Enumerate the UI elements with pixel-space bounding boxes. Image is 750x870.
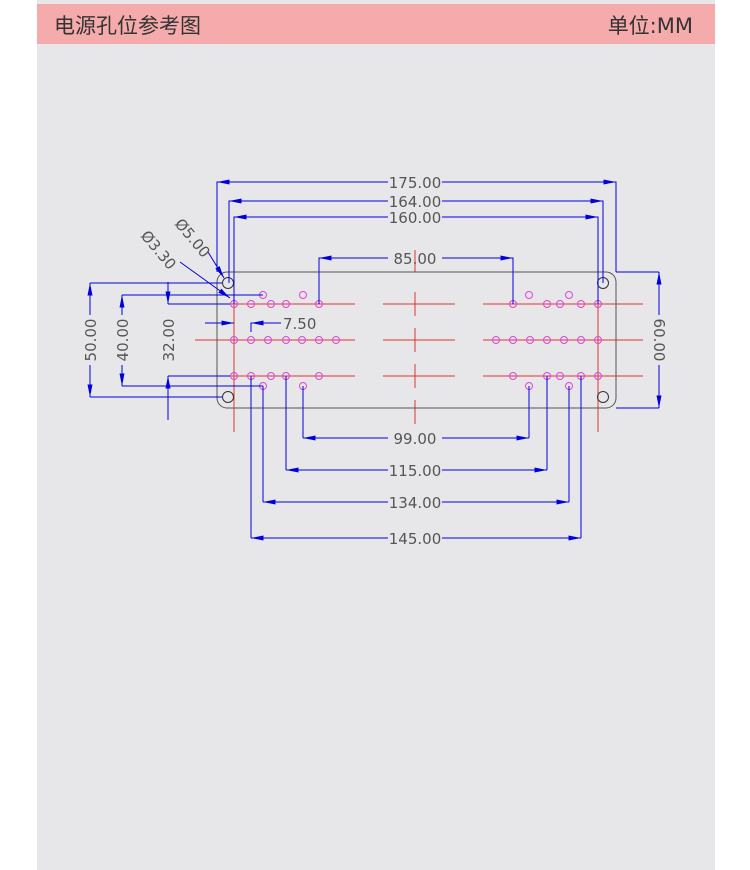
unit-label: 单位:MM — [607, 14, 693, 38]
pin-hole — [282, 336, 290, 344]
pin-hole — [264, 336, 272, 344]
dim-50: 50.00 — [82, 319, 100, 362]
pin-hole — [230, 372, 238, 380]
pin-hole — [594, 372, 602, 380]
dimension-line — [228, 200, 388, 283]
pin-hole — [315, 336, 323, 344]
dimension-line — [442, 200, 604, 283]
pin-hole — [509, 336, 517, 344]
plate-outline — [216, 271, 617, 409]
pin-hole — [492, 336, 500, 344]
dimension-line — [179, 261, 231, 299]
dimension-line — [318, 257, 388, 304]
pin-hole — [543, 300, 551, 308]
dim-750: 7.50 — [283, 315, 316, 333]
dim-134: 134.00 — [389, 494, 442, 512]
pin-hole — [247, 300, 255, 308]
dim-85: 85.00 — [394, 250, 437, 268]
dim-32: 32.00 — [160, 319, 178, 362]
pin-hole — [230, 336, 238, 344]
dim-160: 160.00 — [389, 209, 442, 227]
pin-hole — [577, 336, 585, 344]
dimension-line — [442, 257, 514, 304]
dimension-line — [442, 216, 599, 304]
dim-60: 60.00 — [650, 319, 668, 362]
pin-hole — [298, 336, 306, 344]
dim-145: 145.00 — [389, 530, 442, 548]
header-bar: 电源孔位参考图 单位:MM — [37, 4, 715, 44]
dimension-line — [233, 216, 388, 304]
pin-hole — [560, 336, 568, 344]
mounting-hole — [597, 391, 609, 403]
dia-33: Ø3.30 — [137, 227, 180, 273]
dim-99: 99.00 — [394, 430, 437, 448]
pin-hole — [315, 372, 323, 380]
pin-hole — [282, 300, 290, 308]
mounting-hole — [222, 277, 234, 289]
dim-164: 164.00 — [389, 193, 442, 211]
pin-hole — [525, 291, 533, 299]
pin-hole — [526, 336, 534, 344]
pin-hole — [556, 372, 564, 380]
pin-hole — [267, 372, 275, 380]
dimension-line — [207, 251, 225, 279]
dim-175: 175.00 — [389, 174, 442, 192]
dim-40: 40.00 — [114, 319, 132, 362]
dimension-line — [250, 322, 281, 332]
dia-5: Ø5.00 — [171, 215, 214, 261]
pin-hole — [247, 336, 255, 344]
pin-hole — [267, 300, 275, 308]
dim-115: 115.00 — [389, 462, 442, 480]
pin-hole — [594, 336, 602, 344]
pin-hole — [509, 372, 517, 380]
pin-hole — [332, 336, 340, 344]
pin-hole — [556, 300, 564, 308]
mounting-hole — [222, 391, 234, 403]
drawing-panel — [37, 0, 715, 870]
pin-hole — [543, 336, 551, 344]
pin-hole — [565, 291, 573, 299]
page-title: 电源孔位参考图 — [54, 14, 201, 38]
pin-hole — [577, 300, 585, 308]
pin-hole — [299, 291, 307, 299]
